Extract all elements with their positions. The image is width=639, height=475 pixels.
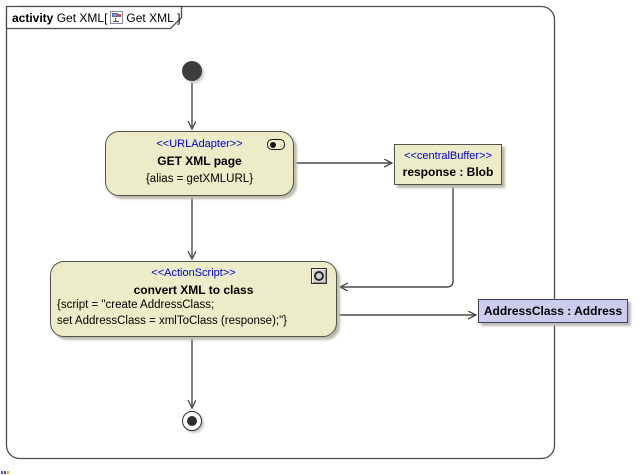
stereotype-label: <<centralBuffer>>	[404, 150, 492, 162]
action-convert-xml-to-class[interactable]: <<ActionScript>> convert XML to class {s…	[50, 261, 337, 337]
object-name: AddressClass : Address	[483, 304, 623, 318]
final-node-dot	[187, 416, 197, 426]
frame-title-tab[interactable]	[5, 5, 183, 30]
activity-diagram-icon	[110, 11, 124, 24]
script-icon	[311, 268, 327, 284]
central-buffer-response[interactable]: <<centralBuffer>> response : Blob	[394, 144, 502, 185]
action-script-text: {script = "create AddressClass; set Addr…	[51, 297, 336, 329]
frame-title: activity Get XML[ Get XML ]	[12, 9, 180, 26]
corner-artifact	[1, 471, 9, 474]
action-constraint: {alias = getXMLURL}	[145, 173, 254, 185]
frame-diagram-name: Get XML	[126, 10, 174, 25]
frame-open-bracket: [	[104, 10, 108, 25]
action-name: convert XML to class	[133, 283, 254, 297]
action-get-xml-page[interactable]: <<URLAdapter>> GET XML page {alias = get…	[105, 131, 294, 196]
buffer-name: response : Blob	[402, 165, 494, 179]
activity-frame[interactable]	[5, 5, 556, 460]
url-adapter-icon	[267, 139, 285, 150]
frame-close-bracket: ]	[177, 10, 181, 25]
script-line-1: {script = "create AddressClass;	[57, 299, 215, 311]
initial-node[interactable]	[182, 61, 202, 81]
edge-response-buffer-to-convert-action[interactable]	[340, 187, 454, 287]
frame-name: Get XML	[56, 10, 105, 25]
activity-final-node[interactable]	[182, 411, 202, 431]
frame-keyword: activity	[12, 10, 54, 25]
stereotype-label: <<URLAdapter>>	[156, 138, 243, 150]
action-name: GET XML page	[157, 154, 242, 168]
stereotype-label: <<ActionScript>>	[151, 267, 236, 279]
script-line-2: set AddressClass = xmlToClass (response)…	[57, 314, 288, 327]
object-node-address-class[interactable]: AddressClass : Address	[478, 299, 628, 323]
